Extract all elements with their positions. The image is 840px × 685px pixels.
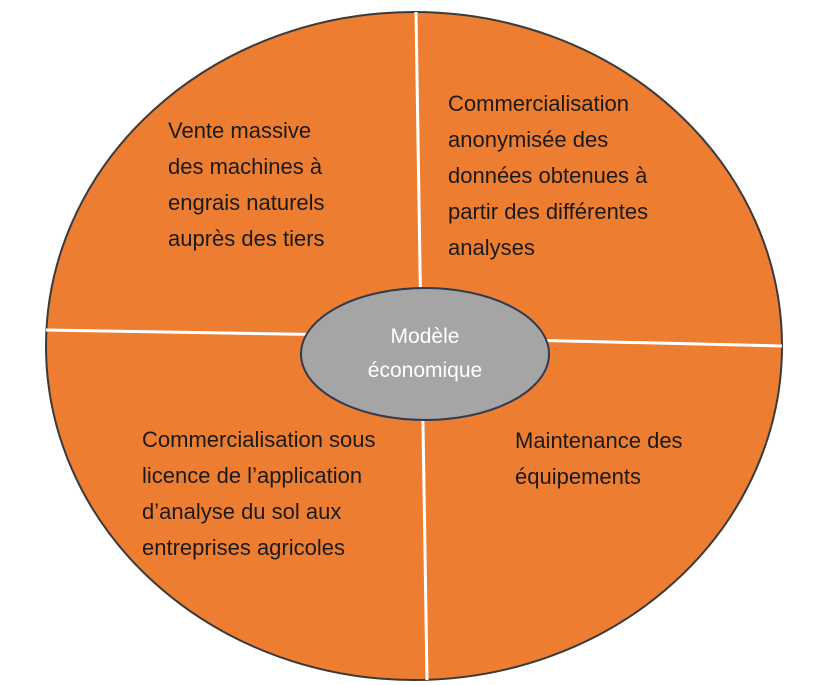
quadrant-bottom-left-text: Commercialisation sous licence de l’appl… (142, 427, 376, 560)
quadrant-top-right-text: Commercialisation anonymisée des données… (448, 91, 649, 260)
center-ellipse (300, 287, 550, 421)
divider-top (414, 11, 423, 332)
quadrant-bottom-right-text: Maintenance des équipements (515, 428, 683, 489)
quadrant-top-left-text: Vente massive des machines à engrais nat… (168, 118, 325, 251)
center-label: Modèle économique (367, 325, 483, 382)
